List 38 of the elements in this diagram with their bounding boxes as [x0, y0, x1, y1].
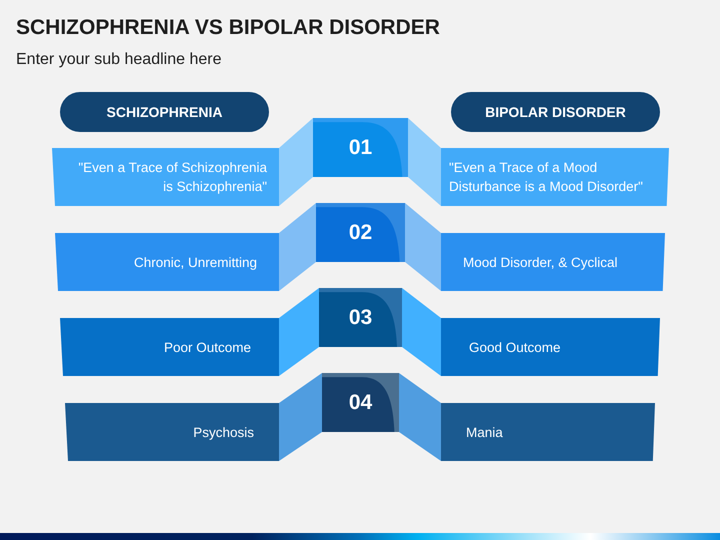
- ribbon-fold: [279, 118, 313, 206]
- column-header-pill: [60, 92, 269, 132]
- title: SCHIZOPHRENIA VS BIPOLAR DISORDER: [16, 15, 440, 41]
- number-tile: [316, 203, 405, 262]
- ribbon-fold: [279, 203, 316, 291]
- subtitle: Enter your sub headline here: [16, 50, 222, 70]
- trait-text: "Even a Trace of Schizophrenia is Schizophrenia": [77, 159, 267, 196]
- ribbon-panel: [65, 403, 279, 461]
- ribbon-panel: [52, 148, 279, 206]
- trait-text: Poor Outcome: [164, 338, 251, 356]
- trait-text: Mania: [466, 424, 503, 442]
- ribbon-panel: [441, 148, 669, 206]
- column-header-text: BIPOLAR DISORDER: [485, 102, 626, 122]
- ribbon-panel: [441, 403, 655, 461]
- step-number: 03: [348, 304, 372, 331]
- column-header-pill: [451, 92, 660, 132]
- ribbon-panel: [441, 318, 660, 376]
- trait-text: Good Outcome: [469, 338, 561, 356]
- number-tile: [313, 118, 408, 177]
- step-number: 01: [348, 134, 372, 161]
- ribbon-fold: [279, 288, 319, 376]
- step-number: 02: [348, 220, 372, 246]
- ribbon-fold: [405, 203, 441, 291]
- trait-text: Psychosis: [193, 424, 254, 442]
- number-tile: [319, 288, 402, 347]
- trait-text: Mood Disorder, & Cyclical: [463, 254, 618, 272]
- ribbon-panel: [60, 318, 279, 376]
- number-tile: [322, 373, 399, 432]
- ribbon-panel: [55, 233, 279, 291]
- ribbon-fold: [402, 288, 441, 376]
- ribbon-panel: [441, 233, 665, 291]
- trait-text: Chronic, Unremitting: [134, 254, 257, 272]
- ribbon-fold: [399, 373, 441, 461]
- ribbon-fold: [279, 373, 322, 461]
- column-header-text: SCHIZOPHRENIA: [106, 102, 222, 122]
- step-number: 04: [348, 390, 372, 416]
- ribbon-fold: [408, 118, 441, 206]
- trait-text: "Even a Trace of a Mood Disturbance is a Mood Disorder": [449, 159, 644, 196]
